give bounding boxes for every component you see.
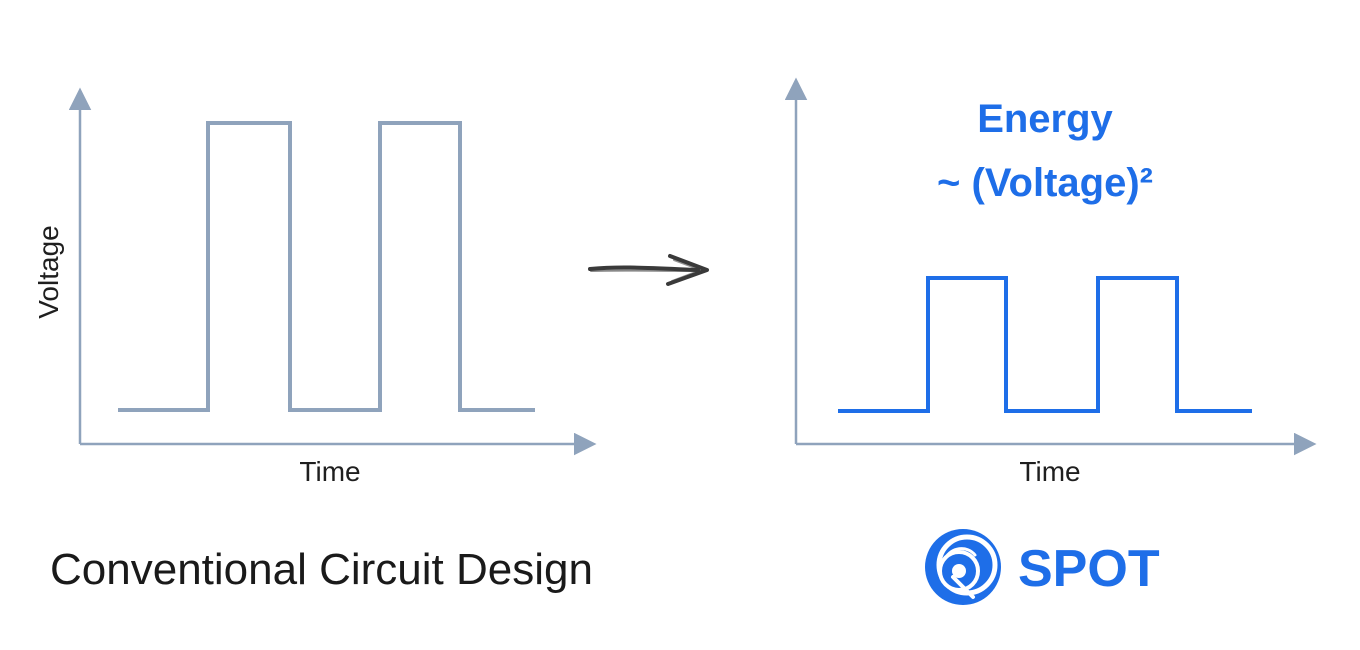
spot-brand-name: SPOT bbox=[1018, 540, 1160, 598]
spot-voltage-waveform bbox=[838, 276, 1252, 413]
energy-annotation-line1: Energy bbox=[977, 97, 1113, 141]
left-y-axis-label: Voltage bbox=[33, 225, 64, 318]
spot-panel: Energy ~ (Voltage)² Time SPOT bbox=[784, 77, 1317, 605]
right-x-axis-label: Time bbox=[1019, 456, 1080, 487]
conventional-panel: Voltage Time Conventional Circuit Design bbox=[33, 87, 597, 594]
left-x-axis-label: Time bbox=[299, 456, 360, 487]
conventional-caption: Conventional Circuit Design bbox=[50, 545, 593, 594]
arrow-right-icon bbox=[588, 254, 709, 286]
spot-logo-icon bbox=[925, 529, 1001, 605]
conventional-voltage-waveform bbox=[118, 121, 535, 412]
energy-annotation-line2: ~ (Voltage)² bbox=[937, 161, 1153, 205]
